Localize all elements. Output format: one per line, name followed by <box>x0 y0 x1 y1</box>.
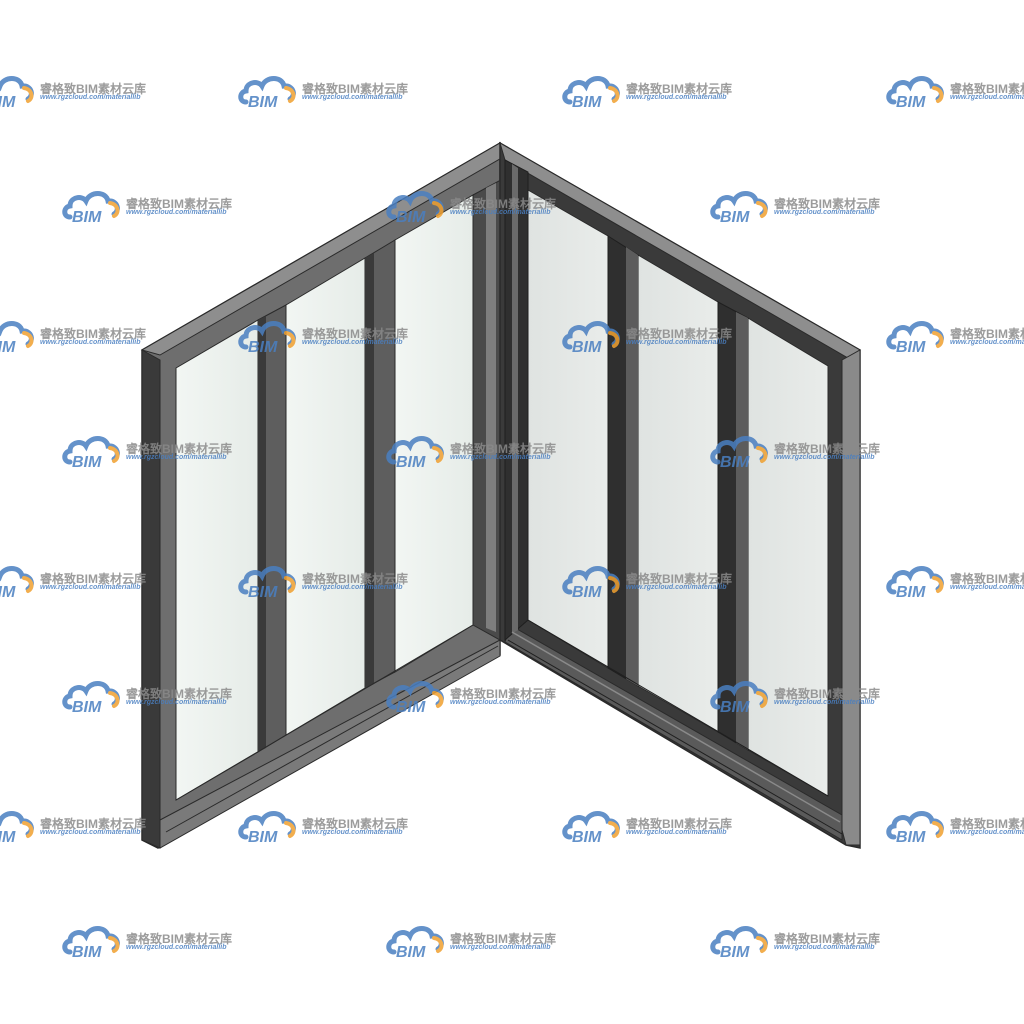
right-frame-jamb-side <box>841 349 861 846</box>
left-glass-pane-3 <box>394 194 474 673</box>
right-mullion-1-light <box>626 247 638 686</box>
right-glass-pane-3 <box>747 317 829 797</box>
left-window-wing <box>140 141 513 849</box>
left-bottom-rail-line <box>175 624 474 801</box>
corner-post-light <box>486 183 496 632</box>
right-mullion-2-light <box>736 312 748 750</box>
left-glass-pane-2 <box>285 257 366 736</box>
right-sill-line-2 <box>507 639 843 835</box>
right-glass-pane-1 <box>527 189 609 669</box>
right-inner-jamb-light <box>512 164 518 634</box>
right-bottom-rail-line <box>527 619 829 797</box>
left-mullion-2-shade <box>365 253 374 688</box>
left-glass-pane-1 <box>175 319 259 801</box>
left-frame-jamb-side <box>141 349 161 849</box>
left-mullion-1-shade <box>258 316 266 752</box>
left-sill-line <box>165 645 499 833</box>
right-window-wing <box>499 141 861 849</box>
right-glass-pane-2 <box>637 254 719 733</box>
right-sill-line-1 <box>511 631 841 823</box>
